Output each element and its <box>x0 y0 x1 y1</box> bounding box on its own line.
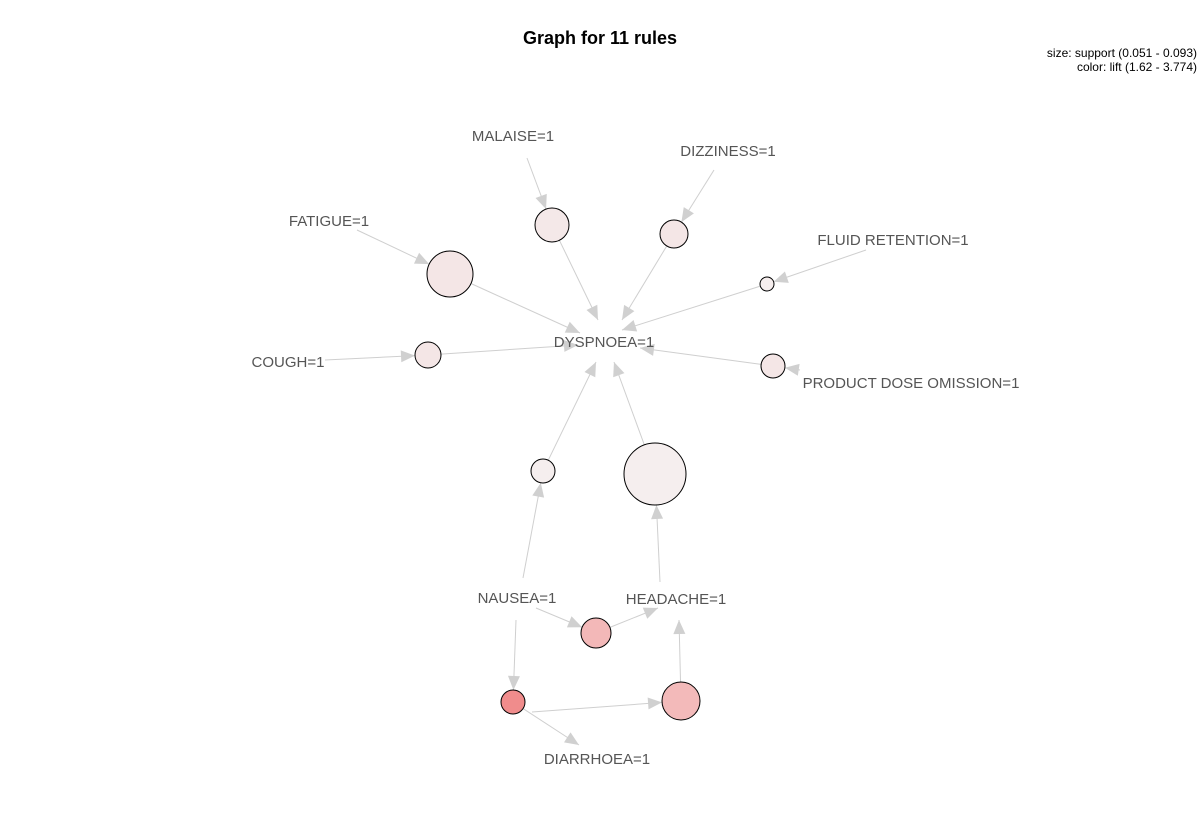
edge-fatigue-to-r3-arrowhead <box>413 252 430 265</box>
edge-r9-to-headache-arrowhead <box>642 607 658 619</box>
edge-cough-to-r5-arrowhead <box>400 350 416 363</box>
edge-nausea-to-r10-arrowhead <box>507 675 520 691</box>
edge-malaise-to-r1-arrowhead <box>535 193 547 210</box>
edge-nausea-to-r7-arrowhead <box>532 482 545 498</box>
edge-omission-to-r6-arrowhead <box>784 363 800 376</box>
edge-r6-to-dyspnoea-arrowhead <box>640 343 655 356</box>
rule-node-r6[interactable] <box>760 353 786 379</box>
edge-r4-to-dyspnoea-arrowhead <box>622 320 638 332</box>
item-label-dyspnoea: DYSPNOEA=1 <box>554 334 654 351</box>
edge-diarrhoea-to-r11-edge <box>531 701 663 713</box>
edge-r4-to-dyspnoea-edge <box>621 285 761 331</box>
edge-cough-to-r5-edge <box>324 355 416 361</box>
item-label-diarrhoea: DIARRHOEA=1 <box>544 751 650 768</box>
edge-r2-to-dyspnoea-arrowhead <box>622 304 635 320</box>
rule-node-r2[interactable] <box>659 219 689 249</box>
rule-node-r5[interactable] <box>414 341 442 369</box>
edge-r2-to-dyspnoea-edge <box>621 245 668 321</box>
edge-r3-to-dyspnoea-edge <box>470 283 581 334</box>
item-label-fatigue: FATIGUE=1 <box>289 213 369 230</box>
rule-node-r11[interactable] <box>661 681 701 721</box>
edge-r8-to-dyspnoea-arrowhead <box>613 362 625 378</box>
edge-r5-to-dyspnoea-arrowhead <box>563 339 578 352</box>
edge-r1-to-dyspnoea-edge <box>558 240 599 321</box>
item-label-cough: COUGH=1 <box>252 354 325 371</box>
item-label-fluid: FLUID RETENTION=1 <box>817 232 968 249</box>
legend: size: support (0.051 - 0.093) color: lif… <box>1047 46 1197 74</box>
edge-r6-to-dyspnoea-edge <box>639 347 762 365</box>
edge-r7-to-dyspnoea-edge <box>547 361 597 461</box>
edge-r10-to-diarrhoea-arrowhead <box>563 732 579 745</box>
edge-r8-to-dyspnoea-edge <box>613 361 645 446</box>
edge-r7-to-dyspnoea-arrowhead <box>584 362 596 378</box>
edge-nausea-to-r9-arrowhead <box>566 616 583 628</box>
item-label-headache: HEADACHE=1 <box>626 591 726 608</box>
rule-node-r3[interactable] <box>426 250 474 298</box>
edge-r11-to-headache-arrowhead <box>673 620 686 635</box>
edge-fluid-to-r4-edge <box>773 249 867 283</box>
rule-node-r1[interactable] <box>534 207 570 243</box>
rule-node-r8[interactable] <box>623 442 687 506</box>
edge-r1-to-dyspnoea-arrowhead <box>586 304 598 320</box>
edge-r5-to-dyspnoea-edge <box>440 344 579 355</box>
graph-title: Graph for 11 rules <box>522 28 678 48</box>
edge-nausea-to-r7-edge <box>522 482 542 579</box>
item-label-dizziness: DIZZINESS=1 <box>680 143 775 160</box>
edge-r3-to-dyspnoea-arrowhead <box>564 321 580 333</box>
edge-fluid-to-r4-arrowhead <box>773 271 789 283</box>
rule-node-r10[interactable] <box>500 689 526 715</box>
rule-nodes-layer <box>414 207 786 721</box>
edges-layer <box>324 157 867 746</box>
legend-color-text: color: lift (1.62 - 3.774) <box>1076 60 1197 74</box>
edge-diarrhoea-to-r11-arrowhead <box>647 697 663 710</box>
rule-node-r7[interactable] <box>530 458 556 484</box>
item-label-nausea: NAUSEA=1 <box>478 590 557 607</box>
edge-dizziness-to-r2-arrowhead <box>681 207 694 223</box>
item-label-malaise: MALAISE=1 <box>472 128 554 145</box>
item-label-omission: PRODUCT DOSE OMISSION=1 <box>803 375 1020 392</box>
legend-size-text: size: support (0.051 - 0.093) <box>1046 46 1197 60</box>
rule-node-r4[interactable] <box>759 276 775 292</box>
rule-node-r9[interactable] <box>580 617 612 649</box>
edge-headache-to-r8-arrowhead <box>651 504 664 520</box>
